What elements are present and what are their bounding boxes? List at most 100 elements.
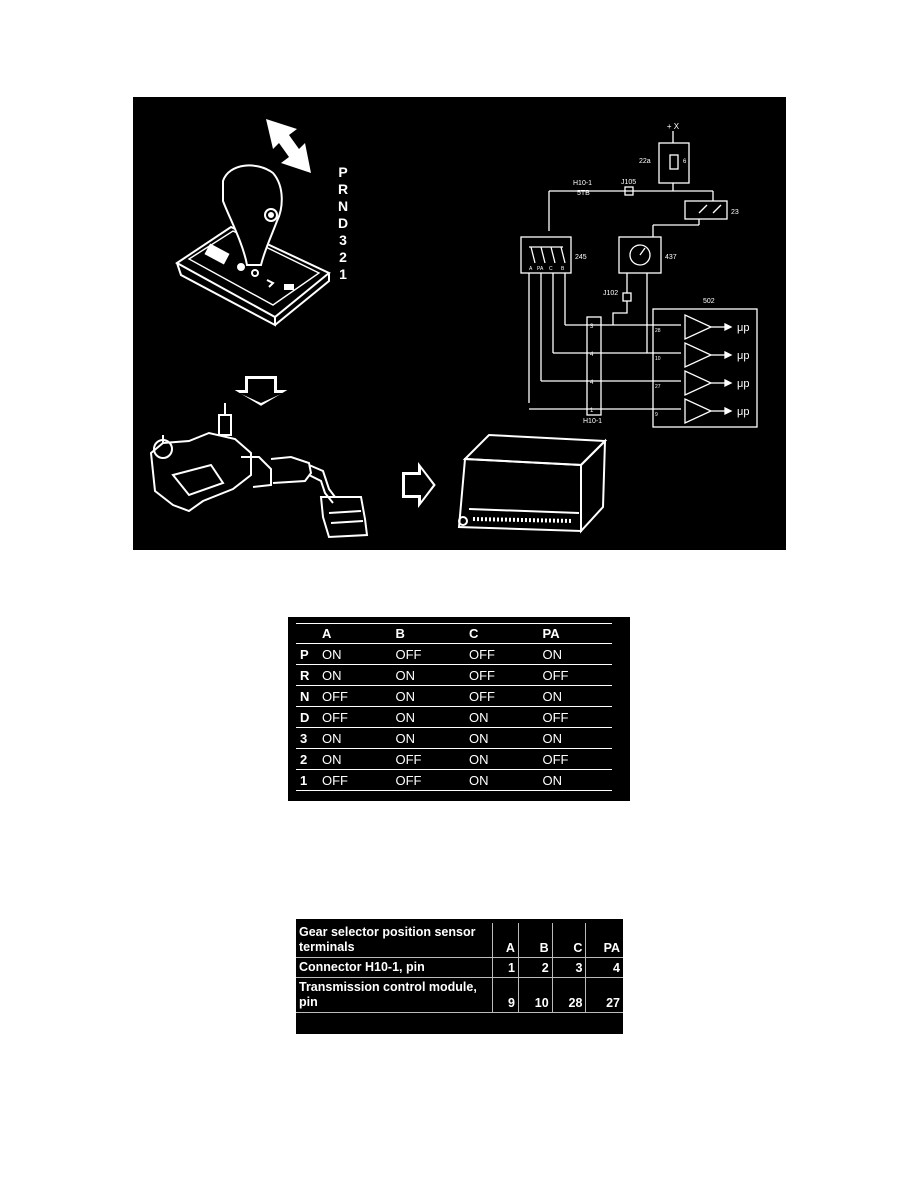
sensor-box [520,236,572,274]
connector-pin: 4 [590,380,594,386]
row-label: Connector H10-1, pin [296,957,493,978]
gear-letter: P [338,164,347,180]
table-row: D OFF ON ON OFF [296,706,612,728]
module-output: μp [737,322,749,334]
table-header-row: A B C PA [296,623,612,644]
row-label: Gear selector position sensor terminals [299,925,476,954]
module-output: μp [737,378,749,390]
gear-letter: R [338,181,348,197]
position-sensor-illustration [149,403,369,539]
pin-cell: A [492,923,519,958]
state-cell: ON [465,769,539,791]
pin-cell: B [517,923,553,958]
state-cell: OFF [391,769,465,791]
state-cell: ON [318,748,392,770]
switch-ref: 23 [731,209,739,216]
state-cell: ON [318,727,392,749]
supply-label: + X [667,122,680,131]
header-cell: PA [538,623,612,644]
gear-cell: R [296,664,318,686]
header-cell [296,623,318,644]
state-cell: ON [391,685,465,707]
module-pin: 27 [655,384,661,390]
state-cell: ON [391,664,465,686]
switch-box [684,200,728,220]
gear-cell: 3 [296,727,318,749]
state-cell: OFF [391,643,465,665]
header-cell: B [391,623,465,644]
pin-cell: 1 [492,957,519,978]
wire-color-label: 5TB [577,190,590,197]
state-cell: ON [318,664,392,686]
gear-sequence: P R N D 3 2 1 [338,164,348,282]
gear-letter: D [338,215,348,231]
table-row: 1 OFF OFF ON ON [296,769,612,791]
gear-cell: P [296,643,318,665]
state-cell: ON [538,727,612,749]
connector-pin: 4 [590,352,594,358]
state-cell: ON [538,643,612,665]
table-row: 2 ON OFF ON OFF [296,748,612,770]
state-cell: ON [465,727,539,749]
move-direction-arrow-icon [266,119,311,173]
pin-cell: PA [585,923,623,958]
state-cell: OFF [318,706,392,728]
state-cell: OFF [391,748,465,770]
state-cell: ON [465,706,539,728]
module-output: μp [737,350,749,362]
table-row: N OFF ON OFF ON [296,685,612,707]
pin-cell: 27 [585,977,623,1013]
gear-letter: 1 [339,266,347,282]
state-cell: OFF [465,643,539,665]
table-row: R ON ON OFF OFF [296,664,612,686]
module-box [652,308,758,428]
header-cell: A [318,623,392,644]
sensor-pin-label: C [549,266,553,272]
state-cell: ON [538,685,612,707]
gear-letter: N [338,198,348,214]
fuse-ref: 22a [639,158,651,165]
module-output: μp [737,406,749,418]
state-cell: ON [465,748,539,770]
sensor-pin-label: PA [537,266,544,272]
gear-letter: 2 [339,249,347,265]
state-cell: ON [318,643,392,665]
pin-mapping-table: Gear selector position sensor terminals … [296,919,623,1034]
module-pin: 28 [655,328,661,334]
gear-selector-figure: P R N D 3 2 1 [133,97,786,550]
state-cell: ON [391,727,465,749]
gear-cell: D [296,706,318,728]
state-cell: OFF [318,769,392,791]
header-cell: C [465,623,539,644]
table-row: P ON OFF OFF ON [296,643,612,665]
unit-ref: 437 [665,254,677,261]
wiring-diagram: + X 6 22a H10-1 5TB J105 23 245 A PA [520,122,758,428]
connector-h10-1 [586,316,602,416]
pin-cell: 4 [585,957,623,978]
state-cell: OFF [538,748,612,770]
table-row: Connector H10-1, pin 1 2 3 4 [296,957,623,978]
table-row: Gear selector position sensor terminals … [296,923,623,958]
sensor-pin-label: B [561,266,565,272]
state-cell: OFF [465,664,539,686]
module-pin: 10 [655,356,661,362]
table-row: 3 ON ON ON ON [296,727,612,749]
control-module-illustration [457,433,608,534]
gear-cell: N [296,685,318,707]
unit-box [618,236,662,274]
state-cell: OFF [538,706,612,728]
right-arrow-icon [400,456,439,514]
state-cell: ON [538,769,612,791]
pin-cell: 9 [492,977,519,1013]
connector-pin: 3 [590,324,594,330]
connector-pin: 1 [590,408,594,414]
fuse-box [658,142,690,184]
row-label: Transmission control module, pin [296,977,493,1013]
state-cell: ON [391,706,465,728]
gear-cell: 1 [296,769,318,791]
module-ref: 502 [703,298,715,305]
module-pin: 9 [655,412,658,418]
down-arrow-icon [227,374,295,409]
connector-top-label: H10-1 [573,180,592,187]
gear-cell: 2 [296,748,318,770]
